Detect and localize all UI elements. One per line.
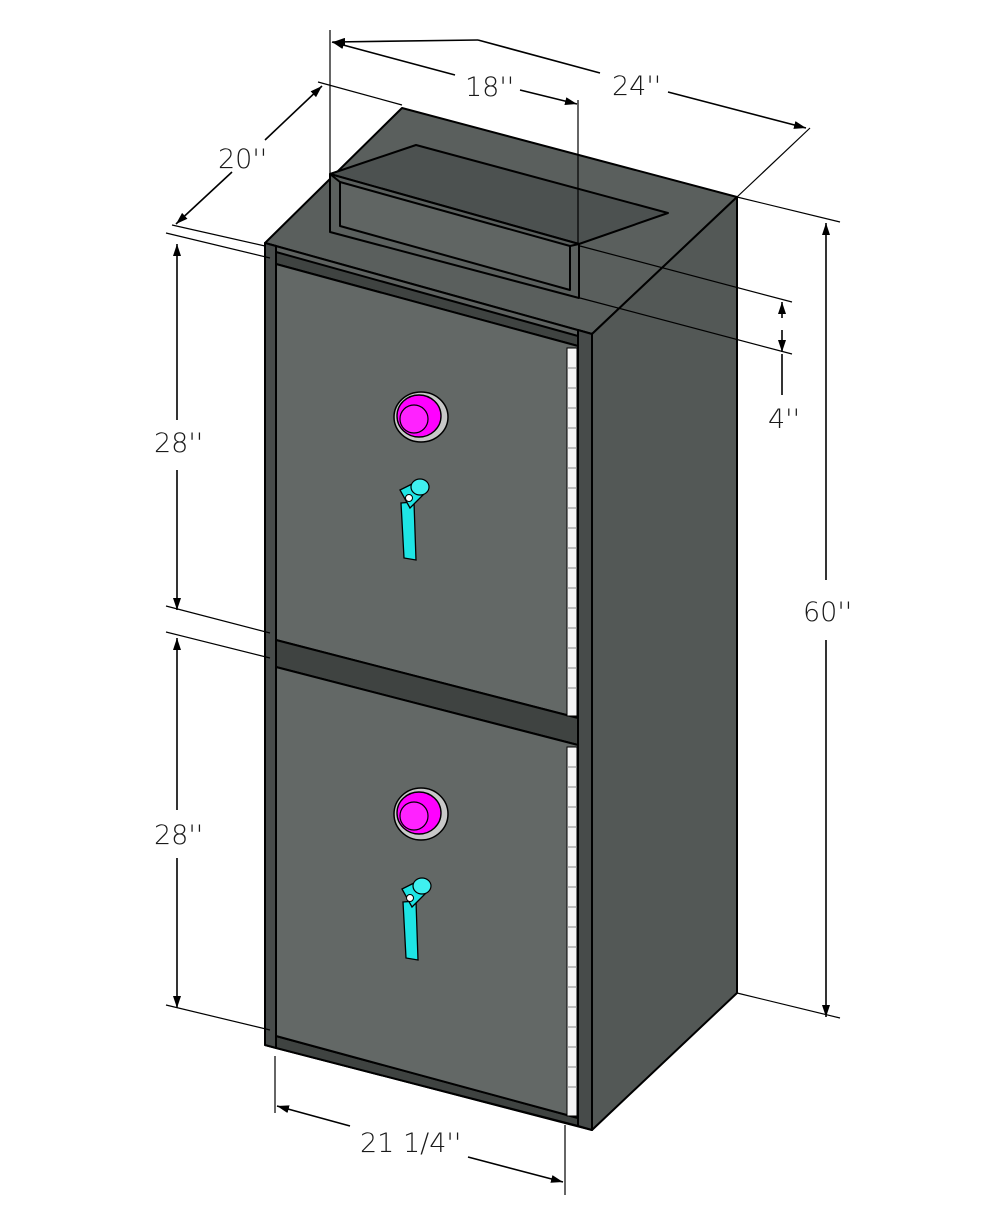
lower-dial[interactable] bbox=[393, 787, 449, 841]
dimension-depth-top: 24'' bbox=[329, 30, 811, 198]
label-width-top: 20'' bbox=[218, 144, 267, 175]
label-slot-height: 4'' bbox=[768, 404, 800, 435]
upper-handle[interactable] bbox=[399, 478, 430, 561]
label-upper-door: 28'' bbox=[154, 428, 203, 459]
dimension-overall-height: 60'' bbox=[736, 196, 852, 1019]
dimension-lower-door: 28'' bbox=[154, 631, 271, 1031]
upper-dial[interactable] bbox=[393, 391, 449, 443]
dimension-width-top: 20'' bbox=[171, 81, 403, 247]
drop-slot bbox=[329, 144, 669, 299]
dimension-slot-width: 18'' bbox=[331, 41, 579, 244]
upper-hinge bbox=[566, 347, 578, 717]
label-depth-top: 24'' bbox=[612, 71, 661, 102]
lower-handle[interactable] bbox=[401, 877, 432, 961]
label-overall-height: 60'' bbox=[803, 597, 852, 628]
right-frame-post bbox=[577, 329, 593, 1131]
lower-hinge bbox=[566, 746, 578, 1117]
label-lower-door: 28'' bbox=[154, 820, 203, 851]
dimension-door-width: 21 1/4'' bbox=[274, 1056, 566, 1195]
safe-body bbox=[264, 107, 738, 1131]
left-frame-post bbox=[264, 242, 277, 1049]
label-door-width: 21 1/4'' bbox=[360, 1128, 461, 1159]
label-slot-width: 18'' bbox=[465, 72, 514, 103]
dimension-upper-door: 28'' bbox=[154, 232, 271, 634]
dimension-slot-height: 4'' bbox=[579, 245, 800, 435]
safe-side-face bbox=[591, 196, 738, 1131]
